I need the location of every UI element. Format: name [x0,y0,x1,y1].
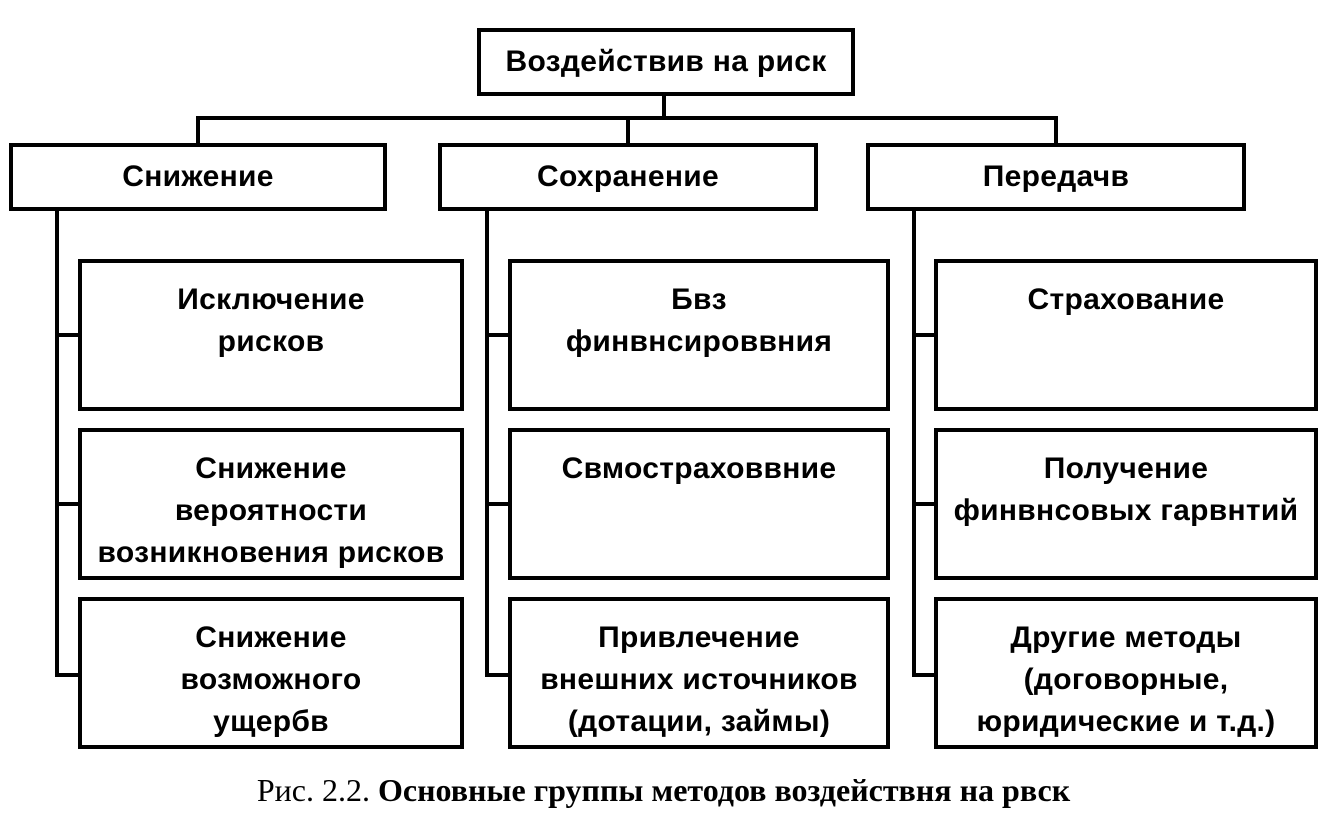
category-node-retention: Сохранение [438,143,818,211]
method-node: Страхование [934,259,1318,411]
method-label: Другие методы (договорные, юридические и… [976,621,1276,738]
method-label: Бвз финвнсироввния [565,283,833,358]
category-label: Снижение [122,160,274,193]
method-label: Снижение вероятности возникновения риско… [97,452,445,569]
figure-caption: Рис. 2.2. Основные группы методов воздей… [0,770,1327,810]
figure-caption-label: Рис. 2.2. [256,772,370,808]
method-node: Другие методы (договорные, юридические и… [934,597,1318,749]
method-label: Снижение возможного ущербв [180,621,362,738]
category-label: Сохранение [537,160,719,193]
method-label: Привлечение внешних источников (дотации,… [540,621,858,738]
method-node: Свмостраховвние [508,428,890,580]
category-node-transfer: Передачв [866,143,1246,211]
category-node-reduction: Снижение [9,143,387,211]
method-label: Свмостраховвние [561,452,837,485]
category-label: Передачв [982,160,1130,193]
method-node: Снижение возможного ущербв [78,597,464,749]
method-node: Снижение вероятности возникновения риско… [78,428,464,580]
figure-caption-text: Основные группы методов воздействня на р… [378,772,1071,808]
method-node: Привлечение внешних источников (дотации,… [508,597,890,749]
method-label: Страхование [1027,283,1225,316]
method-label: Получение финвнсовых гарвнтий [953,452,1299,527]
method-node: Бвз финвнсироввния [508,259,890,411]
method-node: Исключение рисков [78,259,464,411]
root-node-label: Воздействив на риск [505,45,827,78]
root-node: Воздействив на риск [477,28,855,96]
method-node: Получение финвнсовых гарвнтий [934,428,1318,580]
method-label: Исключение рисков [177,283,365,358]
